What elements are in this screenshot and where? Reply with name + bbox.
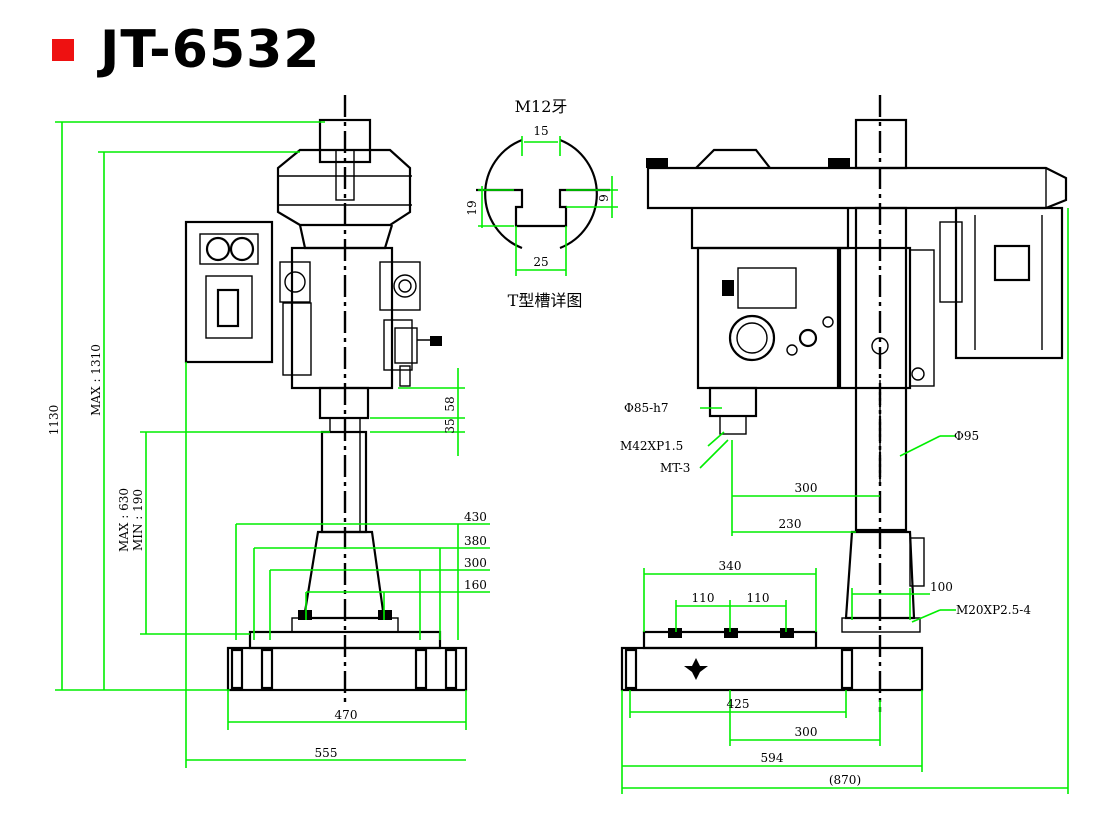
front-view-machine: [184, 95, 468, 705]
title-bar: JT-6532: [52, 18, 320, 82]
label-bolt-spec: M20XP2.5-4: [956, 603, 1031, 617]
page-title: JT-6532: [100, 20, 321, 80]
label-spindle-thread: M42XP1.5: [620, 439, 683, 453]
dim-reach-300: 300: [795, 481, 818, 495]
side-view-dimension-labels: Φ85-h7 M42XP1.5 MT-3 Φ95 300 230 340 110…: [620, 401, 1031, 787]
dim-9: 9: [597, 194, 611, 202]
side-view-dimensions: [621, 208, 1069, 794]
dim-300: 300: [464, 556, 487, 570]
dim-19: 19: [465, 200, 479, 215]
front-view-dimension-labels: 1130 MAX : 1310 MAX : 630 MIN : 190 58 3…: [47, 344, 487, 760]
dim-470: 470: [335, 708, 358, 722]
label-quill-dia: Φ85-h7: [624, 401, 669, 415]
dim-110-left: 110: [692, 591, 715, 605]
dim-100: 100: [930, 580, 953, 594]
dim-380: 380: [464, 534, 487, 548]
dim-870: (870): [829, 773, 861, 787]
dim-425: 425: [727, 697, 750, 711]
dim-594: 594: [761, 751, 784, 765]
dim-340: 340: [719, 559, 742, 573]
t-slot-caption: T型槽详图: [508, 291, 583, 310]
dim-1130: 1130: [47, 405, 61, 436]
dim-160: 160: [464, 578, 487, 592]
t-slot-detail: M12牙 15 25 19 9 T型槽详图: [465, 97, 618, 310]
dim-table-max: MAX : 630: [117, 488, 131, 552]
label-taper: MT-3: [660, 461, 690, 475]
dim-430: 430: [464, 510, 487, 524]
dim-column-table-300: 300: [795, 725, 818, 739]
dim-58: 58: [443, 396, 457, 411]
dim-555: 555: [315, 746, 338, 760]
front-view-dimensions: [55, 121, 490, 768]
t-slot-heading: M12牙: [515, 97, 568, 116]
dim-reach-230: 230: [779, 517, 802, 531]
title-bullet-icon: [52, 39, 74, 61]
side-view-machine: [620, 95, 1068, 712]
dim-table-min: MIN : 190: [131, 489, 145, 551]
dim-35: 35: [443, 418, 457, 433]
dim-max-1310: MAX : 1310: [89, 344, 103, 416]
dim-15: 15: [533, 124, 548, 138]
dim-25: 25: [533, 255, 548, 269]
dim-110-right: 110: [747, 591, 770, 605]
label-column-dia: Φ95: [954, 429, 979, 443]
